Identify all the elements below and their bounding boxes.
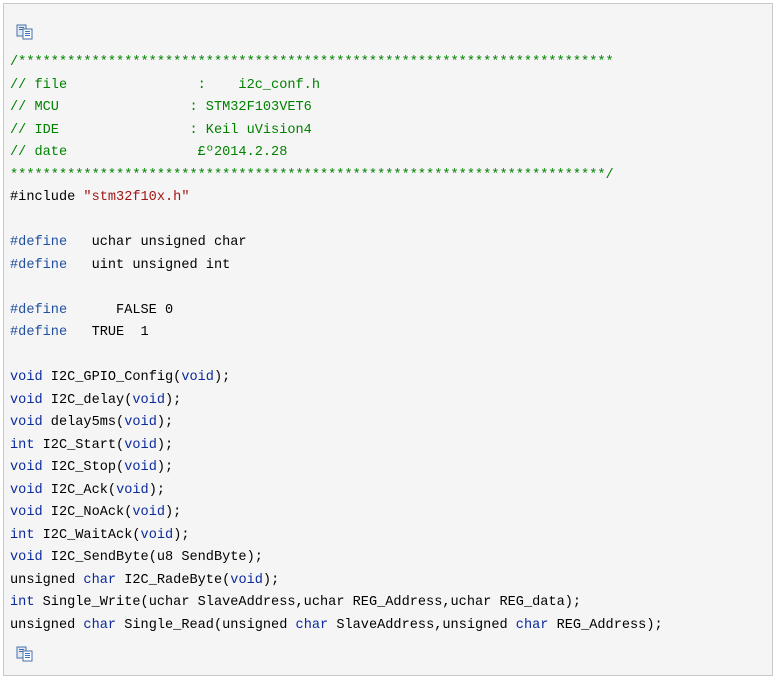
code-token: void bbox=[116, 482, 149, 498]
code-token: void bbox=[132, 392, 166, 408]
code-token: ); bbox=[165, 505, 182, 520]
code-line: #define TRUE 1 bbox=[10, 322, 663, 345]
code-line: unsigned char I2C_RadeByte(void); bbox=[10, 570, 663, 593]
code-token: Single_Write(uchar SlaveAddress,uchar RE… bbox=[34, 595, 582, 610]
code-line: void delay5ms(void); bbox=[10, 412, 663, 435]
code-line: void I2C_GPIO_Config(void); bbox=[10, 367, 663, 390]
code-token: void bbox=[10, 550, 43, 565]
code-token: delay5ms( bbox=[42, 415, 125, 430]
code-block: /***************************************… bbox=[3, 3, 773, 676]
code-token: void bbox=[181, 370, 214, 385]
code-listing: /***************************************… bbox=[10, 52, 663, 637]
code-token: I2C_Ack( bbox=[42, 482, 117, 498]
copy-code-icon[interactable] bbox=[16, 24, 34, 40]
code-line: // MCU : STM32F103VET6 bbox=[10, 97, 663, 120]
code-token: #define bbox=[10, 257, 68, 273]
code-line: // date £º2014.2.28 bbox=[10, 142, 663, 165]
code-line: unsigned char Single_Read(unsigned char … bbox=[10, 615, 663, 638]
code-line: // file : i2c_conf.h bbox=[10, 75, 663, 98]
code-token: char bbox=[295, 617, 329, 633]
code-token: // IDE : Keil uVision4 bbox=[10, 122, 312, 138]
code-token: ); bbox=[156, 437, 174, 453]
code-token: TRUE 1 bbox=[67, 325, 149, 340]
code-token: ); bbox=[262, 572, 280, 588]
code-token: REG_Address); bbox=[548, 617, 663, 633]
code-line: void I2C_SendByte(u8 SendByte); bbox=[10, 547, 663, 570]
code-token: void bbox=[10, 460, 43, 475]
code-token: void bbox=[10, 370, 43, 385]
code-token: ); bbox=[156, 460, 174, 475]
code-token: ****************************************… bbox=[10, 167, 614, 183]
code-line: /***************************************… bbox=[10, 52, 663, 75]
code-token: ); bbox=[148, 482, 166, 498]
code-token: void bbox=[132, 505, 166, 520]
code-token: I2C_Start( bbox=[34, 437, 125, 453]
code-token: I2C_SendByte(u8 SendByte); bbox=[42, 550, 263, 565]
code-line: void I2C_NoAck(void); bbox=[10, 502, 663, 525]
code-line: void I2C_delay(void); bbox=[10, 390, 663, 413]
code-token: unsigned bbox=[10, 572, 84, 588]
code-token: void bbox=[10, 482, 43, 498]
code-token: ); bbox=[156, 415, 174, 430]
code-token: void bbox=[230, 572, 263, 588]
code-line: ****************************************… bbox=[10, 165, 663, 188]
code-token: #include bbox=[10, 190, 84, 205]
code-token: void bbox=[124, 437, 157, 453]
code-token: #define bbox=[10, 325, 68, 340]
code-token: // file : i2c_conf.h bbox=[10, 77, 320, 93]
code-token: uint unsigned int bbox=[67, 257, 231, 273]
code-token: Single_Read(unsigned bbox=[116, 617, 296, 633]
code-line: void I2C_Ack(void); bbox=[10, 480, 663, 503]
code-token: void bbox=[10, 415, 43, 430]
copy-code-icon[interactable] bbox=[16, 646, 34, 662]
code-token: ); bbox=[173, 527, 190, 543]
code-line: ​ bbox=[10, 277, 663, 300]
code-token: char bbox=[83, 572, 117, 588]
code-token: ); bbox=[165, 392, 182, 408]
code-token: FALSE 0 bbox=[67, 302, 174, 318]
code-line: void I2C_Stop(void); bbox=[10, 457, 663, 480]
code-token: I2C_NoAck( bbox=[42, 505, 133, 520]
code-token: I2C_GPIO_Config( bbox=[42, 370, 182, 385]
code-token: char bbox=[515, 617, 549, 633]
code-token: void bbox=[140, 527, 174, 543]
code-token: unsigned bbox=[10, 617, 84, 633]
code-token: "stm32f10x.h" bbox=[83, 190, 190, 205]
code-token: int bbox=[10, 437, 35, 453]
code-line: // IDE : Keil uVision4 bbox=[10, 120, 663, 143]
code-token: void bbox=[124, 415, 157, 430]
code-line: ​ bbox=[10, 345, 663, 368]
code-token: char bbox=[83, 617, 117, 633]
code-line: int Single_Write(uchar SlaveAddress,ucha… bbox=[10, 592, 663, 615]
code-token: uchar unsigned char bbox=[67, 235, 247, 250]
code-token: #define bbox=[10, 302, 68, 318]
code-line: #define FALSE 0 bbox=[10, 300, 663, 323]
code-token: I2C_WaitAck( bbox=[34, 527, 141, 543]
code-token: void bbox=[124, 460, 157, 475]
code-token: void bbox=[10, 392, 43, 408]
code-token: I2C_Stop( bbox=[42, 460, 125, 475]
code-token: // MCU : STM32F103VET6 bbox=[10, 100, 312, 115]
code-token: #define bbox=[10, 235, 68, 250]
code-token: // date £º2014.2.28 bbox=[10, 145, 288, 160]
code-line: int I2C_WaitAck(void); bbox=[10, 525, 663, 548]
code-token: int bbox=[10, 595, 35, 610]
code-line: #define uchar unsigned char bbox=[10, 232, 663, 255]
code-token: int bbox=[10, 527, 35, 543]
code-token: void bbox=[10, 505, 43, 520]
code-line: #define uint unsigned int bbox=[10, 255, 663, 278]
code-line: ​ bbox=[10, 210, 663, 233]
code-token: I2C_RadeByte( bbox=[116, 572, 231, 588]
code-token: /***************************************… bbox=[10, 55, 614, 70]
code-token: SlaveAddress,unsigned bbox=[328, 617, 516, 633]
code-line: #include "stm32f10x.h" bbox=[10, 187, 663, 210]
code-line: int I2C_Start(void); bbox=[10, 435, 663, 458]
code-token: I2C_delay( bbox=[42, 392, 133, 408]
code-token: ); bbox=[213, 370, 231, 385]
